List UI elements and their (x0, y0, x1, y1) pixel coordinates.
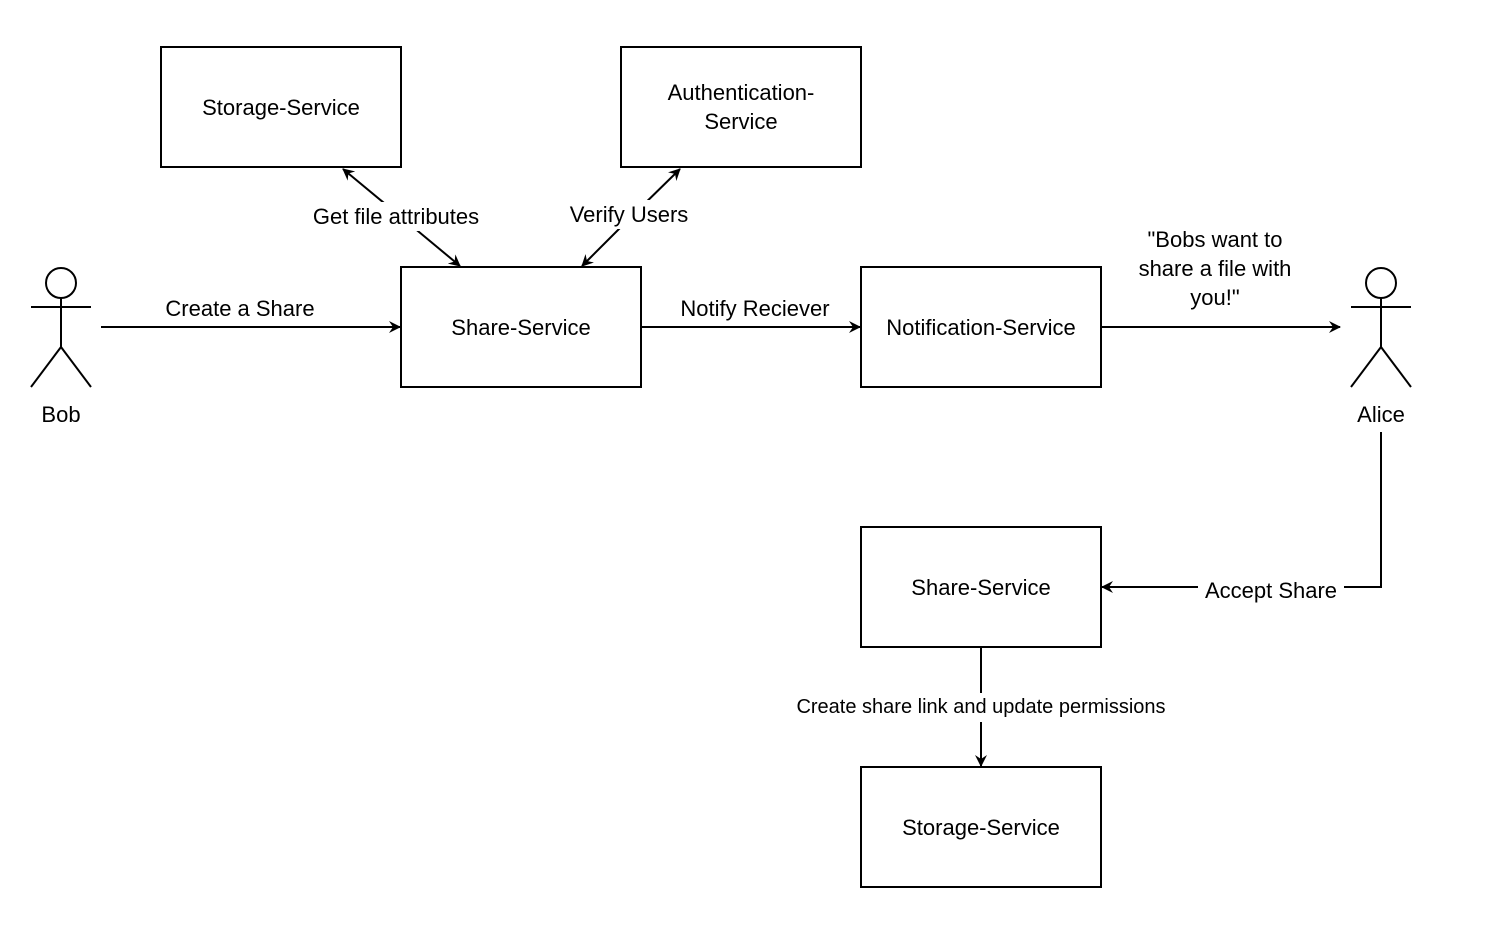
create-link-label: Create share link and update permissions (770, 693, 1192, 722)
storage-service-box-bottom[interactable]: Storage-Service (860, 766, 1102, 888)
message-to-alice-label: "Bobs want to share a file with you!" (1138, 227, 1292, 310)
notification-service-box[interactable]: Notification-Service (860, 266, 1102, 388)
storage-service-box-top[interactable]: Storage-Service (160, 46, 402, 168)
bob-actor-icon (30, 267, 92, 388)
get-file-attributes-label: Get file attributes (301, 202, 491, 231)
accept-share-label: Accept Share (1198, 576, 1344, 605)
create-share-label: Create a Share (150, 294, 330, 323)
edge-accept-share (1101, 432, 1382, 593)
alice-actor-icon (1350, 267, 1412, 388)
authentication-service-box[interactable]: Authentication- Service (620, 46, 862, 168)
notify-receiver-label: Notify Reciever (680, 296, 830, 321)
share-service-box-top[interactable]: Share-Service (400, 266, 642, 388)
verify-users-label: Verify Users (562, 200, 696, 229)
bob-label: Bob (41, 402, 81, 427)
alice-label: Alice (1357, 402, 1405, 427)
share-service-box-bottom[interactable]: Share-Service (860, 526, 1102, 648)
